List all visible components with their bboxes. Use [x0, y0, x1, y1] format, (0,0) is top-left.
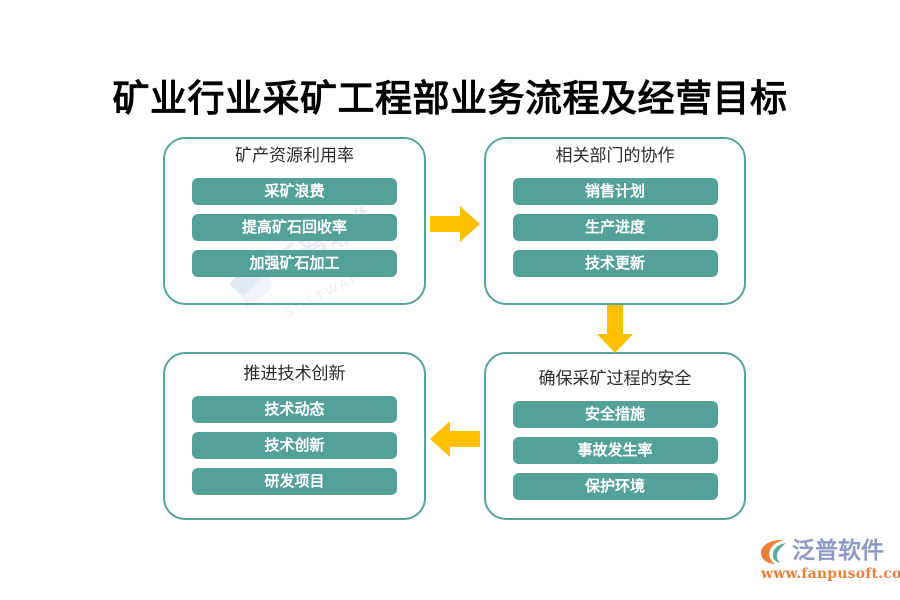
arrow-down-icon — [596, 305, 634, 353]
pill-item[interactable]: 保护环境 — [512, 473, 718, 500]
pill-stack: 销售计划 生产进度 技术更新 — [486, 178, 744, 277]
arrow-left-icon — [430, 420, 480, 458]
pill-item[interactable]: 生产进度 — [512, 214, 718, 241]
group-title: 推进技术创新 — [243, 364, 346, 384]
arrow-right-icon — [430, 205, 480, 243]
group-title: 确保采矿过程的安全 — [538, 369, 692, 389]
pill-item[interactable]: 技术创新 — [192, 432, 397, 459]
brand-logo: 泛普软件 www.fanpusoft.com — [760, 536, 900, 586]
pill-item[interactable]: 采矿浪费 — [192, 178, 397, 205]
fanpu-logo-icon — [760, 538, 790, 565]
pill-item[interactable]: 加强矿石加工 — [192, 250, 397, 277]
group-box-mineral-utilization[interactable]: 矿产资源利用率 采矿浪费 提高矿石回收率 加强矿石加工 — [163, 137, 426, 305]
pill-stack: 安全措施 事故发生率 保护环境 — [486, 401, 744, 500]
group-box-mining-safety[interactable]: 确保采矿过程的安全 安全措施 事故发生率 保护环境 — [484, 352, 746, 520]
pill-item[interactable]: 销售计划 — [512, 178, 718, 205]
brand-url: www.fanpusoft.com — [761, 566, 900, 582]
brand-name: 泛普软件 — [792, 537, 884, 564]
group-box-technology-innovation[interactable]: 推进技术创新 技术动态 技术创新 研发项目 — [163, 352, 426, 520]
group-box-department-collaboration[interactable]: 相关部门的协作 销售计划 生产进度 技术更新 — [484, 137, 746, 305]
pill-item[interactable]: 安全措施 — [512, 401, 718, 428]
group-title: 相关部门的协作 — [555, 146, 675, 166]
pill-item[interactable]: 研发项目 — [192, 468, 397, 495]
pill-item[interactable]: 事故发生率 — [512, 437, 718, 464]
pill-item[interactable]: 技术动态 — [192, 396, 397, 423]
pill-stack: 采矿浪费 提高矿石回收率 加强矿石加工 — [165, 178, 424, 277]
pill-item[interactable]: 技术更新 — [512, 250, 718, 277]
page-title: 矿业行业采矿工程部业务流程及经营目标 — [112, 76, 788, 120]
pill-item[interactable]: 提高矿石回收率 — [192, 214, 397, 241]
pill-stack: 技术动态 技术创新 研发项目 — [165, 396, 424, 495]
group-title: 矿产资源利用率 — [235, 146, 354, 166]
